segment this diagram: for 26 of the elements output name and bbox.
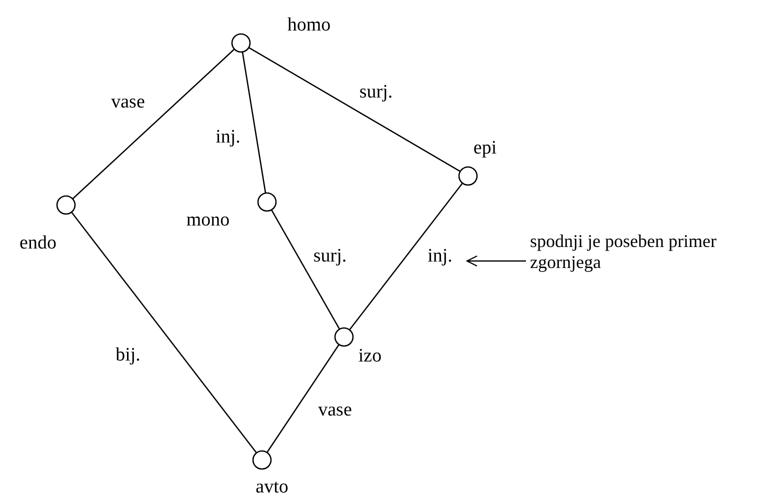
- vertex-label: mono: [186, 210, 230, 230]
- vertex-circle: [334, 327, 354, 347]
- vertex-label: endo: [20, 234, 56, 252]
- annotation-text: spodnji je poseben primer zgornjega: [530, 231, 718, 272]
- vertex-label: epi: [473, 138, 497, 158]
- pointer-arrow: [466, 255, 526, 267]
- connector-line: [270, 210, 340, 330]
- vertex-label: avto: [256, 478, 288, 496]
- vertex-label: izo: [358, 346, 382, 366]
- connector-line: [266, 344, 340, 453]
- vertex-label: homo: [287, 16, 331, 34]
- vertex-circle: [231, 33, 251, 53]
- edge-label: surj.: [312, 246, 348, 266]
- vertex-circle: [257, 192, 277, 212]
- connector-line: [248, 46, 461, 172]
- edge-label: surj.: [358, 82, 394, 102]
- edge-label: bij.: [114, 346, 142, 364]
- connector-line: [348, 182, 464, 330]
- connector-line: [70, 212, 258, 454]
- connector-line: [242, 52, 266, 194]
- vertex-circle: [252, 450, 272, 470]
- connector-line: [72, 48, 235, 200]
- edge-label: inj.: [426, 246, 454, 266]
- edge-label: inj.: [214, 128, 242, 146]
- vertex-circle: [458, 166, 478, 186]
- vertex-circle: [56, 195, 76, 215]
